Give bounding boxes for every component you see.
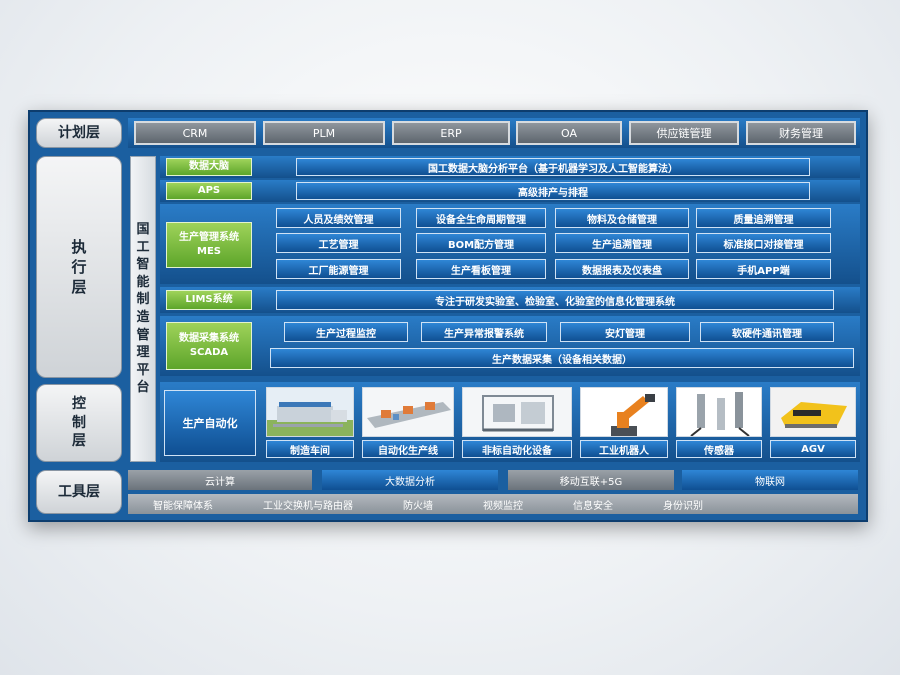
tool-cloud-computing[interactable]: 云计算 [128,470,312,490]
planning-item-plm[interactable]: PLM [263,121,385,145]
sensor-image [676,387,762,437]
nonstandard-equipment-image [462,387,572,437]
tool-switch-router[interactable]: 工业交换机与路由器 [263,500,353,512]
control-item-nonstandard-equipment[interactable]: 非标自动化设备 [462,440,572,458]
control-item-sensor[interactable]: 传感器 [676,440,762,458]
tool-video-monitor[interactable]: 视频监控 [483,500,523,512]
mes-item-reports-dashboard[interactable]: 数据报表及仪表盘 [555,259,689,279]
factory-image [266,387,354,437]
automation-label[interactable]: 生产自动化 [164,390,256,456]
tool-info-security[interactable]: 信息安全 [573,500,613,512]
layer-label-control: 控制层 [36,384,122,462]
planning-item-erp[interactable]: ERP [392,121,510,145]
mes-item-kanban[interactable]: 生产看板管理 [416,259,546,279]
mes-item-standard-interface[interactable]: 标准接口对接管理 [696,233,831,253]
layer-label-tools: 工具层 [36,470,122,514]
data-brain-platform[interactable]: 国工数据大脑分析平台（基于机器学习及人工智能算法） [296,158,810,176]
robot-arm-icon [581,388,667,436]
scada-item-alarm[interactable]: 生产异常报警系统 [421,322,547,342]
data-brain-label[interactable]: 数据大脑 [166,158,252,176]
platform-label: 国工智能制造管理平台 [130,156,156,462]
tool-mobile-5g[interactable]: 移动互联+5G [508,470,674,490]
mes-item-production-trace[interactable]: 生产追溯管理 [555,233,689,253]
control-item-agv[interactable]: AGV [770,440,856,458]
lims-label[interactable]: LIMS系统 [166,290,252,310]
planning-item-finance[interactable]: 财务管理 [746,121,856,145]
scada-item-andon[interactable]: 安灯管理 [560,322,690,342]
mes-item-process[interactable]: 工艺管理 [276,233,401,253]
agv-icon [771,388,855,436]
control-item-production-line[interactable]: 自动化生产线 [362,440,454,458]
tools-security-row: 智能保障体系 工业交换机与路由器 防火墙 视频监控 信息安全 身份识别 [128,494,858,514]
mes-item-material-warehouse[interactable]: 物料及仓储管理 [555,208,689,228]
lims-system[interactable]: 专注于研发实验室、检验室、化验室的信息化管理系统 [276,290,834,310]
mes-item-mobile-app[interactable]: 手机APP端 [696,259,831,279]
tool-big-data[interactable]: 大数据分析 [322,470,498,490]
scada-item-communication[interactable]: 软硬件通讯管理 [700,322,834,342]
scada-item-process-monitor[interactable]: 生产过程监控 [284,322,408,342]
scada-data-collection[interactable]: 生产数据采集（设备相关数据） [270,348,854,368]
control-item-robot[interactable]: 工业机器人 [580,440,668,458]
tool-smart-support[interactable]: 智能保障体系 [153,500,213,512]
aps-label[interactable]: APS [166,182,252,200]
tool-iot[interactable]: 物联网 [682,470,858,490]
mes-item-personnel[interactable]: 人员及绩效管理 [276,208,401,228]
planning-item-crm[interactable]: CRM [134,121,256,145]
mes-item-bom[interactable]: BOM配方管理 [416,233,546,253]
mes-item-quality-trace[interactable]: 质量追溯管理 [696,208,831,228]
equipment-icon [463,388,571,436]
tool-identity[interactable]: 身份识别 [663,500,703,512]
agv-image [770,387,856,437]
factory-icon [267,388,353,436]
mes-item-equipment-lifecycle[interactable]: 设备全生命周期管理 [416,208,546,228]
production-line-icon [363,388,453,436]
planning-item-supply-chain[interactable]: 供应链管理 [629,121,739,145]
control-item-workshop[interactable]: 制造车间 [266,440,354,458]
production-line-image [362,387,454,437]
planning-item-oa[interactable]: OA [516,121,622,145]
layer-label-planning: 计划层 [36,118,122,148]
tool-firewall[interactable]: 防火墙 [403,500,433,512]
layer-label-execution: 执行层 [36,156,122,378]
mes-item-energy[interactable]: 工厂能源管理 [276,259,401,279]
aps-scheduling[interactable]: 高级排产与排程 [296,182,810,200]
sensor-icon [677,388,761,436]
industrial-robot-image [580,387,668,437]
